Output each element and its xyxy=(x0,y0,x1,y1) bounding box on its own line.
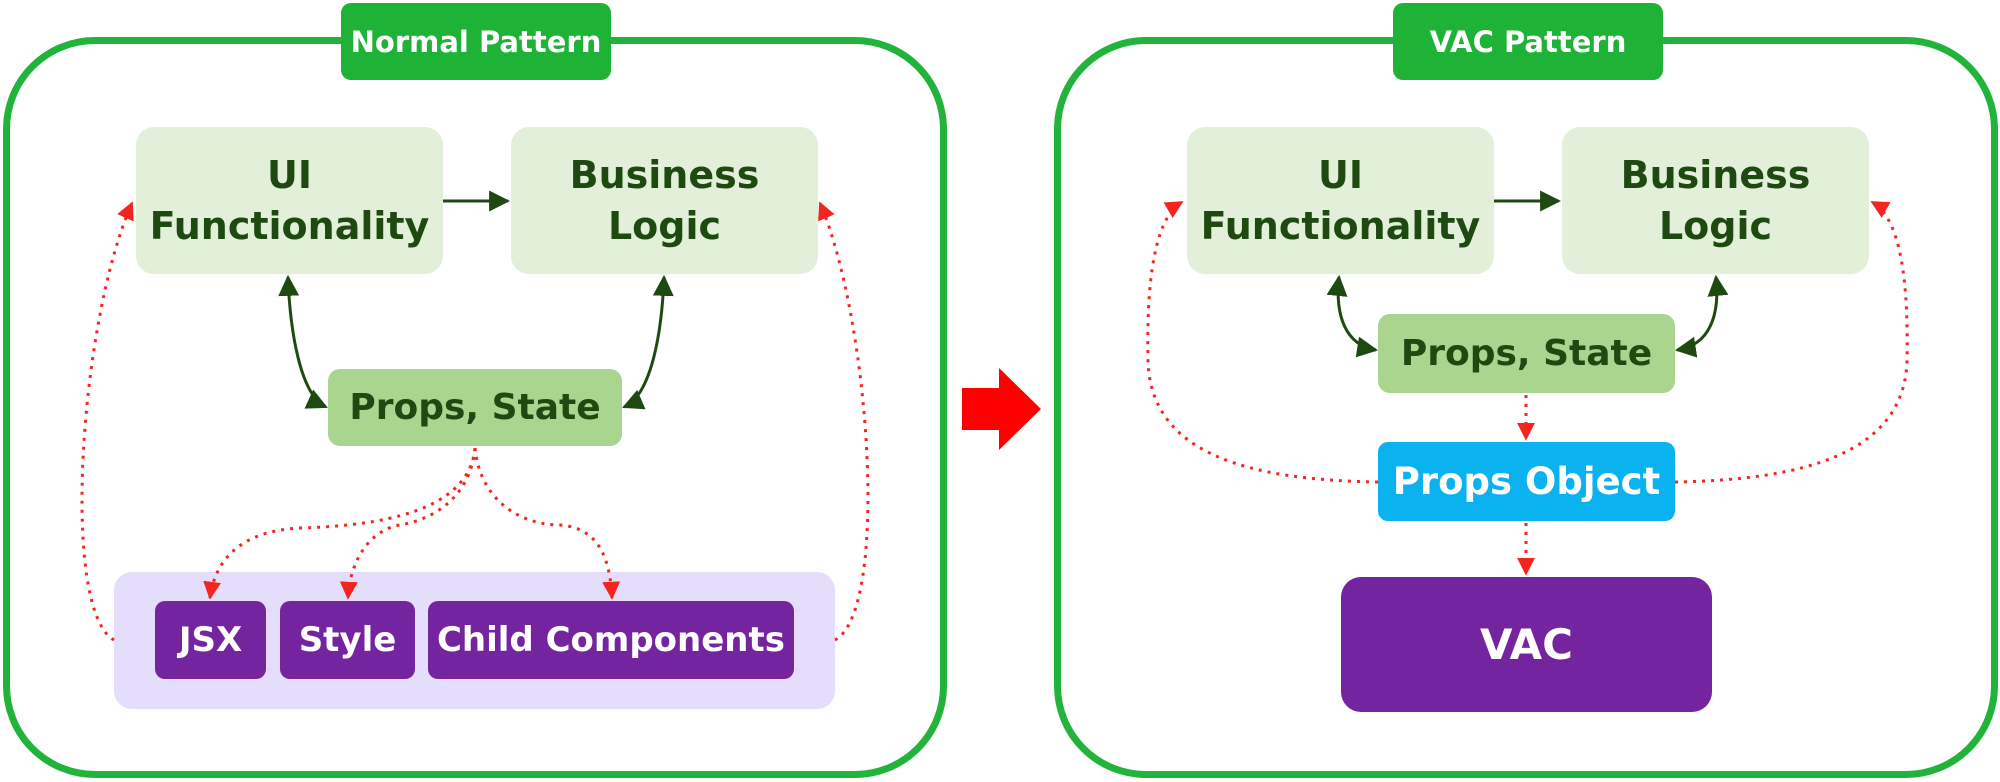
business-logic-line2: Logic xyxy=(607,203,722,248)
vac-box: VAC xyxy=(1341,577,1712,712)
vac-props-state-box: Props, State xyxy=(1378,314,1675,393)
props-to-child-arrow xyxy=(473,447,621,600)
props-to-style-arrow xyxy=(339,447,477,600)
vac-ui-functionality-line1: UI xyxy=(1318,152,1363,197)
ui-props-arrow xyxy=(278,274,328,409)
vac-business-logic-line2: Logic xyxy=(1658,203,1773,248)
child-components-chip: Child Components xyxy=(428,601,794,679)
transition-arrow-shape xyxy=(962,368,1041,450)
vac-ui-props-arrow xyxy=(1326,274,1379,358)
business-logic-line1: Business xyxy=(569,152,760,197)
props-object-to-ui-arrow xyxy=(1146,200,1379,484)
props-to-jsx-arrow xyxy=(203,447,477,600)
business-props-arrow xyxy=(622,274,674,410)
vac-business-props-arrow xyxy=(1674,274,1729,358)
props-state-box: Props, State xyxy=(328,369,622,446)
ui-functionality-line2: Functionality xyxy=(149,203,430,248)
vac-ui-functionality-box: UI Functionality xyxy=(1187,127,1494,274)
business-logic-box: Business Logic xyxy=(511,127,818,274)
tray-to-business-arrow xyxy=(818,201,870,642)
vac-business-logic-box: Business Logic xyxy=(1562,127,1869,274)
tray-to-ui-arrow xyxy=(80,201,134,642)
ui-functionality-box: UI Functionality xyxy=(136,127,443,274)
normal-pattern-title: Normal Pattern xyxy=(341,3,611,80)
vac-ui-functionality-line2: Functionality xyxy=(1200,203,1481,248)
props-object-box: Props Object xyxy=(1378,442,1675,521)
props-object-to-business-arrow xyxy=(1674,200,1909,484)
jsx-chip: JSX xyxy=(155,601,266,679)
ui-functionality-line1: UI xyxy=(267,152,312,197)
vac-business-logic-line1: Business xyxy=(1620,152,1811,197)
style-chip: Style xyxy=(280,601,415,679)
vac-pattern-title: VAC Pattern xyxy=(1393,3,1663,80)
